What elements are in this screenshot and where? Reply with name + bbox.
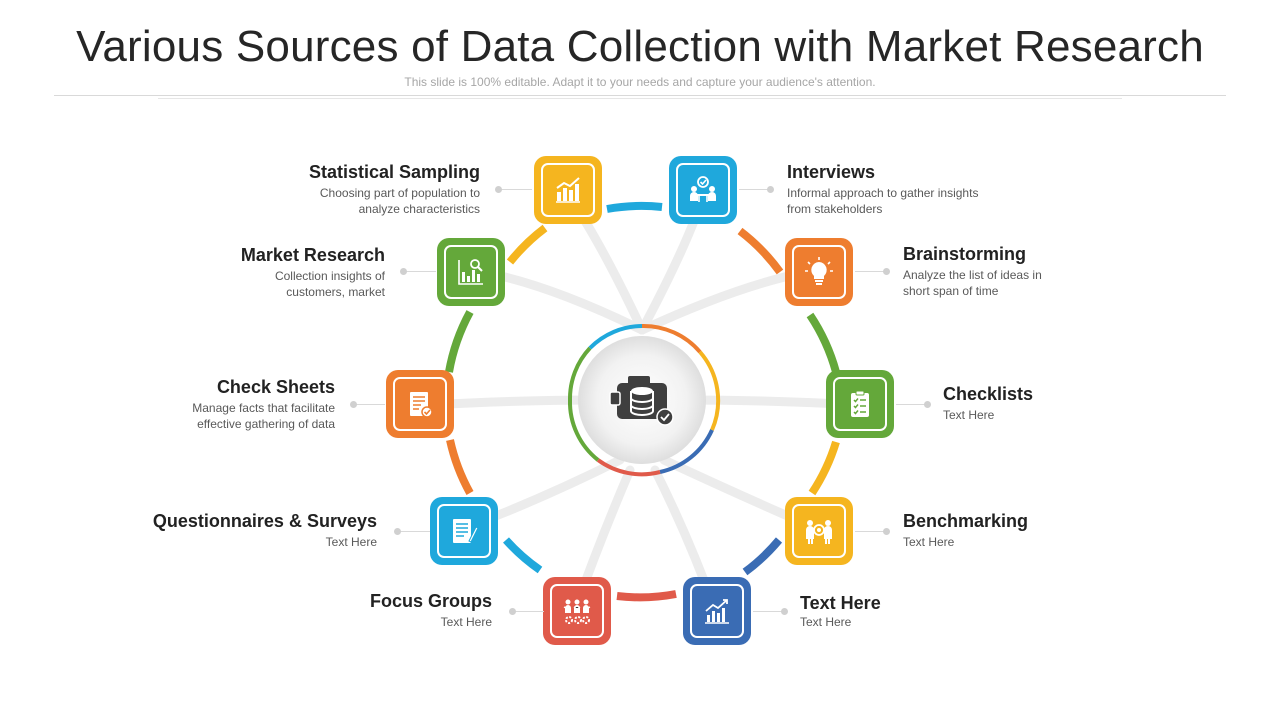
connector-texthere [753,611,785,612]
clipboard-list-icon [851,390,869,417]
node-brainstorming [785,238,853,306]
label-title: Brainstorming [903,244,1027,264]
label-desc-line: customers, market [286,285,385,299]
node-focus-groups [543,577,611,645]
document-check-icon [410,392,433,418]
ring-segment-green-left [445,310,474,373]
group-gears-icon [563,599,591,624]
ring-segment-blue-top [606,201,663,213]
label-focus-groups: Focus Groups Text Here [232,590,492,630]
label-desc-line: Informal approach to gather insights [787,186,979,200]
meeting-icon [690,176,716,202]
label-check-sheets: Check Sheets Manage facts that facilitat… [75,376,335,432]
ring-segment-blue-bottomleft [503,537,543,574]
connector-focus [512,611,544,612]
label-desc-line: Choosing part of population to [319,186,480,200]
team-target-icon [806,520,832,544]
label-title: Interviews [787,162,876,182]
page-title: Various Sources of Data Collection with … [76,22,1204,71]
label-brainstorming: Brainstorming Analyze the list of ideas … [903,243,1163,299]
connector-dot [495,186,502,193]
connector-checksheets [353,404,385,405]
chart-magnifier-icon [458,259,483,285]
connector-dot [350,401,357,408]
connector-dot [781,608,788,615]
node-text-here [683,577,751,645]
connector-statistical [498,189,532,190]
connector-dot [394,528,401,535]
title-divider [54,95,1226,96]
label-desc-line: Manage facts that facilitate [192,401,335,415]
page-subtitle: This slide is 100% editable. Adapt it to… [404,75,876,89]
label-title: Market Research [240,245,385,265]
connector-checklists [896,404,928,405]
label-title: Benchmarking [903,511,1029,531]
label-title: Checklists [943,384,1034,404]
growth-chart-icon [705,599,729,624]
survey-form-icon [453,519,479,543]
ring-segment-yellow-right [808,440,840,496]
label-desc-line: analyze characteristics [358,202,480,216]
outer-ring [445,201,840,602]
connector-market [404,271,436,272]
database-camera-icon [609,376,674,426]
node-questionnaires-surveys [430,497,498,565]
label-title: Statistical Sampling [308,162,480,182]
ring-segment-red-bottom [616,590,677,602]
label-desc-line: Text Here [800,615,852,629]
node-benchmarking [785,497,853,565]
label-title: Check Sheets [216,377,335,397]
label-text-here: Text Here Text Here [800,592,1060,630]
node-market-research [437,238,505,306]
ring-segment-orange-topright [737,227,784,275]
connector-dot [883,528,890,535]
connector-questionnaires [398,531,430,532]
ring-segment-blue-bottomright [742,537,783,576]
connector-interviews [739,189,771,190]
node-checklists [826,370,894,438]
title-divider-secondary [158,98,1122,99]
label-title: Focus Groups [369,591,492,611]
label-questionnaires-surveys: Questionnaires & Surveys Text Here [117,510,377,550]
connector-benchmarking [855,531,887,532]
label-desc-line: from stakeholders [787,202,883,216]
label-title: Questionnaires & Surveys [152,511,377,531]
label-desc-line: Text Here [325,535,377,549]
bar-chart-icon [556,177,580,203]
label-statistical-sampling: Statistical Sampling Choosing part of po… [220,161,480,217]
node-statistical-sampling [534,156,602,224]
label-benchmarking: Benchmarking Text Here [903,510,1163,550]
label-interviews: Interviews Informal approach to gather i… [787,161,1047,217]
label-market-research: Market Research Collection insights of c… [125,244,385,300]
label-desc-line: Analyze the list of ideas in [903,268,1042,282]
connector-brainstorming [855,271,887,272]
connector-dot [767,186,774,193]
label-checklists: Checklists Text Here [943,383,1203,423]
label-title: Text Here [800,593,881,613]
ring-segment-orange-left [446,439,474,495]
lightbulb-icon [805,257,833,285]
label-desc-line: Text Here [943,408,995,422]
ring-segment-yellow-topleft [506,224,548,265]
connector-dot [924,401,931,408]
label-desc-line: effective gathering of data [197,417,335,431]
label-desc-line: Collection insights of [274,269,385,283]
node-check-sheets [386,370,454,438]
connector-dot [400,268,407,275]
connector-dot [883,268,890,275]
connector-dot [509,608,516,615]
ring-segment-green-right [806,312,840,374]
label-desc-line: Text Here [440,615,492,629]
label-desc-line: short span of time [903,284,999,298]
label-desc-line: Text Here [903,535,955,549]
node-interviews [669,156,737,224]
inner-ring [567,323,721,477]
